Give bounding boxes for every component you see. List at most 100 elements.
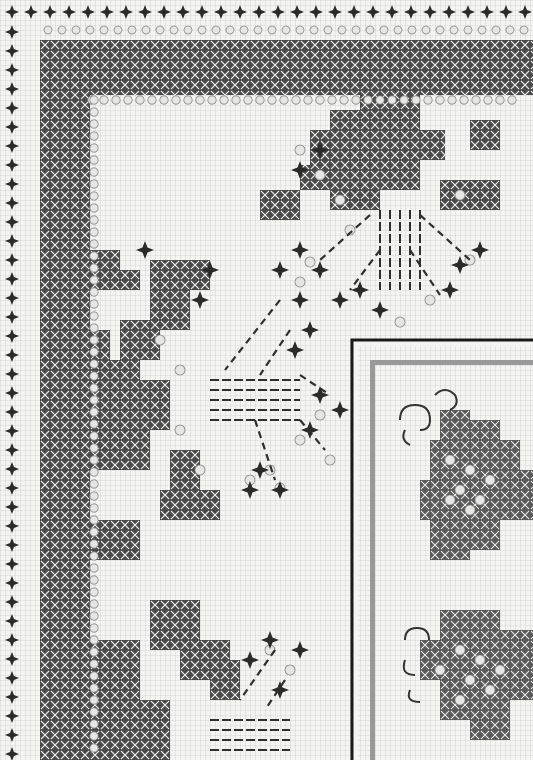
dot-stitch [90,672,98,680]
dot-stitch [448,96,456,104]
dot-stitch [90,348,98,356]
dot-stitch [90,576,98,584]
dot-stitch [244,96,252,104]
dot-stitch [90,600,98,608]
dot-stitch [90,480,98,488]
dot-stitch [436,96,444,104]
dot-stitch [450,26,458,34]
dot-stitch [408,26,416,34]
dot-stitch [295,435,305,445]
dot-stitch [90,468,98,476]
dot-stitch [315,410,325,420]
dot-stitch [395,317,405,327]
dot-stitch [455,190,465,200]
dot-stitch [90,432,98,440]
dot-stitch [90,744,98,752]
dot-stitch [506,26,514,34]
dot-stitch [436,26,444,34]
dot-stitch [90,516,98,524]
dot-stitch [90,720,98,728]
dot-stitch [508,96,516,104]
dot-stitch [400,96,408,104]
dot-stitch [90,156,98,164]
dot-stitch [136,96,144,104]
dot-stitch [90,216,98,224]
dot-stitch [484,96,492,104]
dot-stitch [220,96,228,104]
dot-stitch [90,612,98,620]
dot-stitch [226,26,234,34]
dot-stitch [90,504,98,512]
dot-stitch [295,277,305,287]
dot-stitch [142,26,150,34]
dot-stitch [324,26,332,34]
dot-stitch [90,684,98,692]
dot-stitch [212,26,220,34]
dot-stitch [296,26,304,34]
dot-stitch [425,295,435,305]
dot-stitch [464,26,472,34]
dot-stitch [184,96,192,104]
dot-stitch [315,170,325,180]
dot-stitch [304,96,312,104]
dot-stitch [465,505,475,515]
dot-stitch [90,552,98,560]
dot-stitch [485,475,495,485]
dot-stitch [394,26,402,34]
dot-stitch [376,96,384,104]
dot-stitch [380,26,388,34]
dot-stitch [90,540,98,548]
dot-stitch [90,252,98,260]
dot-stitch [90,300,98,308]
dot-stitch [208,96,216,104]
dot-stitch [90,408,98,416]
dot-stitch [90,108,98,116]
dot-stitch [58,26,66,34]
dot-stitch [90,144,98,152]
dot-stitch [90,228,98,236]
dot-stitch [475,495,485,505]
dot-stitch [495,665,505,675]
dot-stitch [295,145,305,155]
dot-stitch [485,685,495,695]
dot-stitch [280,96,288,104]
dot-stitch [195,465,205,475]
dot-stitch [90,132,98,140]
dot-stitch [90,276,98,284]
dot-stitch [86,26,94,34]
dot-stitch [338,26,346,34]
dot-stitch [90,708,98,716]
dot-stitch [268,96,276,104]
dot-stitch [388,96,396,104]
dot-stitch [305,257,315,267]
dot-stitch [100,26,108,34]
dot-stitch [90,168,98,176]
dot-stitch [366,26,374,34]
dot-stitch [352,96,360,104]
dot-stitch [100,96,108,104]
dot-stitch [90,180,98,188]
dot-stitch [232,96,240,104]
dot-stitch [90,204,98,212]
dot-stitch [90,336,98,344]
dot-stitch [285,665,295,675]
dot-stitch [325,455,335,465]
dot-stitch [114,26,122,34]
dot-stitch [282,26,290,34]
dot-stitch [316,96,324,104]
dot-stitch [90,732,98,740]
dot-stitch [292,96,300,104]
dot-stitch [184,26,192,34]
dot-stitch [90,456,98,464]
dot-stitch [435,665,445,675]
dot-stitch [90,240,98,248]
dot-stitch [90,96,98,104]
dot-stitch [90,372,98,380]
dot-stitch [475,655,485,665]
dot-stitch [90,360,98,368]
dot-stitch [364,96,372,104]
dot-stitch [520,26,528,34]
dot-stitch [90,192,98,200]
